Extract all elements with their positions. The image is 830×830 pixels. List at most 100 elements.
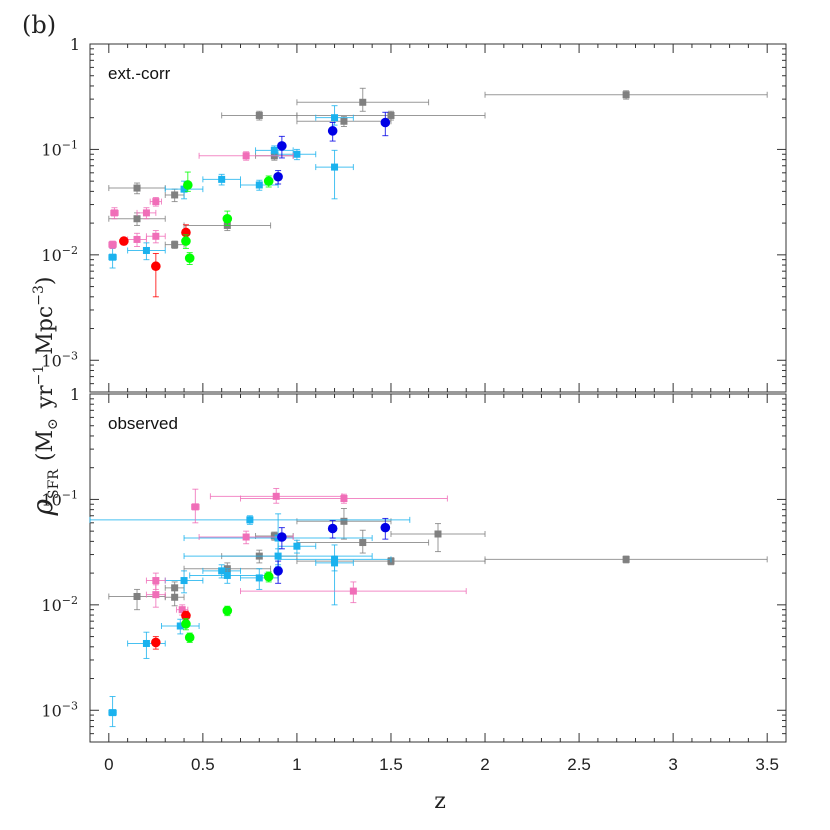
data-point-square xyxy=(270,532,278,540)
y-tick-label: 10−1 xyxy=(41,488,78,509)
data-point-square xyxy=(180,185,188,193)
data-point-square xyxy=(191,503,199,511)
series-cyan-square xyxy=(108,105,354,269)
y-tick-base: 10 xyxy=(41,246,61,265)
x-tick-label: 1.5 xyxy=(379,755,403,774)
y-tick-exp: −1 xyxy=(62,138,78,151)
panel-title: observed xyxy=(108,414,178,433)
y-tick-exp: −2 xyxy=(62,594,78,607)
y-tick-label: 10−3 xyxy=(41,349,78,370)
data-point-square xyxy=(176,622,184,630)
y-label-yr: yr xyxy=(33,385,58,409)
data-point-square xyxy=(255,111,263,119)
plot-frame-bottom xyxy=(89,393,787,743)
data-point-square xyxy=(133,235,141,243)
data-point-square xyxy=(340,495,348,503)
series-blue-circle xyxy=(273,517,391,584)
y-label-rho: ρ xyxy=(26,498,59,516)
data-point-square xyxy=(242,533,250,541)
data-point-square xyxy=(434,530,442,538)
data-point-square xyxy=(171,584,179,592)
data-point-square xyxy=(359,539,367,547)
data-point-square xyxy=(109,241,117,249)
y-tick-base: 10 xyxy=(41,140,61,159)
data-point-circle xyxy=(273,171,283,182)
data-point-circle xyxy=(380,522,391,533)
plot-frame-top xyxy=(89,43,787,393)
data-point-square xyxy=(270,146,278,154)
data-point-circle xyxy=(151,261,161,272)
y-tick-exp: −3 xyxy=(62,699,78,712)
data-point-square xyxy=(133,215,141,223)
series-pink-square xyxy=(108,151,294,249)
data-point-square xyxy=(133,184,141,192)
data-point-square xyxy=(359,98,367,106)
data-point-square xyxy=(340,117,348,125)
data-point-square xyxy=(293,150,301,158)
y-tick-exp: −2 xyxy=(62,244,78,257)
data-point-square xyxy=(171,593,179,601)
y-label-close: ) xyxy=(33,277,58,286)
data-point-square xyxy=(255,574,263,582)
data-point-circle xyxy=(119,236,129,246)
y-tick-label: 1 xyxy=(70,385,80,404)
data-point-square xyxy=(218,567,226,575)
data-point-circle xyxy=(222,213,233,224)
data-point-circle xyxy=(263,571,274,582)
y-tick-base: 1 xyxy=(70,385,80,404)
data-point-square xyxy=(331,559,339,567)
x-tick-label: 2.5 xyxy=(567,755,591,774)
data-point-circle xyxy=(327,523,338,534)
data-point-circle xyxy=(151,637,161,648)
data-point-square xyxy=(109,253,117,261)
data-point-square xyxy=(242,152,250,160)
x-tick-label: 3 xyxy=(668,755,677,774)
data-point-circle xyxy=(181,619,191,629)
y-tick-label: 1 xyxy=(70,35,80,54)
data-point-square xyxy=(622,555,630,563)
y-tick-base: 10 xyxy=(41,701,61,720)
data-point-square xyxy=(331,114,339,122)
data-point-square xyxy=(255,181,263,189)
data-point-circle xyxy=(380,117,391,128)
data-point-circle xyxy=(263,176,274,186)
data-point-square xyxy=(142,246,150,254)
x-tick-label: 1 xyxy=(292,755,301,774)
y-tick-base: 10 xyxy=(41,490,61,509)
panel-tag: (b) xyxy=(22,11,56,39)
data-point-square xyxy=(293,542,301,550)
series-green-circle xyxy=(181,571,274,643)
data-point-square xyxy=(387,111,395,119)
data-point-square xyxy=(218,175,226,183)
x-tick-label: 2 xyxy=(480,755,489,774)
data-point-square xyxy=(110,209,118,217)
data-point-circle xyxy=(222,605,233,616)
y-tick-label: 10−2 xyxy=(41,594,78,615)
data-point-square xyxy=(142,209,150,217)
data-point-square xyxy=(178,606,186,614)
data-point-square xyxy=(246,516,254,524)
data-point-circle xyxy=(184,253,195,263)
series-gray-square xyxy=(108,508,768,611)
data-point-square xyxy=(223,571,231,579)
data-point-square xyxy=(349,587,357,595)
y-tick-label: 10−2 xyxy=(41,244,78,265)
data-point-square xyxy=(109,709,117,717)
y-label-sun: ⊙ xyxy=(45,418,61,430)
data-point-circle xyxy=(273,566,283,576)
data-point-circle xyxy=(184,632,195,643)
data-point-square xyxy=(171,241,179,249)
data-point-square xyxy=(622,91,630,99)
data-point-square xyxy=(133,592,141,600)
series-green-circle xyxy=(181,171,274,265)
data-point-square xyxy=(152,232,160,240)
data-point-square xyxy=(180,577,188,585)
data-point-circle xyxy=(181,610,191,621)
y-tick-label: 10−1 xyxy=(41,138,78,159)
y-tick-base: 1 xyxy=(70,35,80,54)
y-tick-base: 10 xyxy=(41,596,61,615)
x-axis-label: z xyxy=(434,789,446,814)
